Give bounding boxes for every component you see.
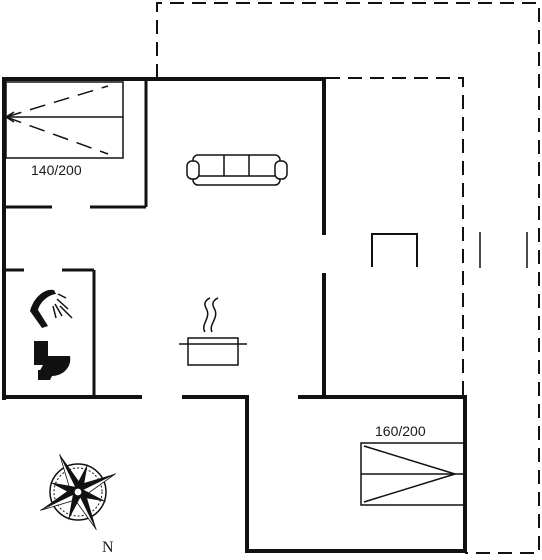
compass-north-label: N <box>102 539 114 556</box>
compass-rose-icon <box>40 454 116 530</box>
interior-walls <box>4 79 148 397</box>
table-icon <box>371 233 418 267</box>
sofa-icon <box>186 154 288 186</box>
cooking-pot-icon <box>179 297 247 366</box>
bed-size-label-bottom: 160/200 <box>375 423 426 439</box>
terrace-outline <box>156 2 540 554</box>
bed-size-label-top: 140/200 <box>31 162 82 178</box>
toilet-icon <box>34 341 71 380</box>
shower-icon <box>30 289 73 328</box>
exterior-walls <box>2 77 467 553</box>
bed-icon <box>5 81 124 159</box>
bed-icon <box>360 442 465 506</box>
